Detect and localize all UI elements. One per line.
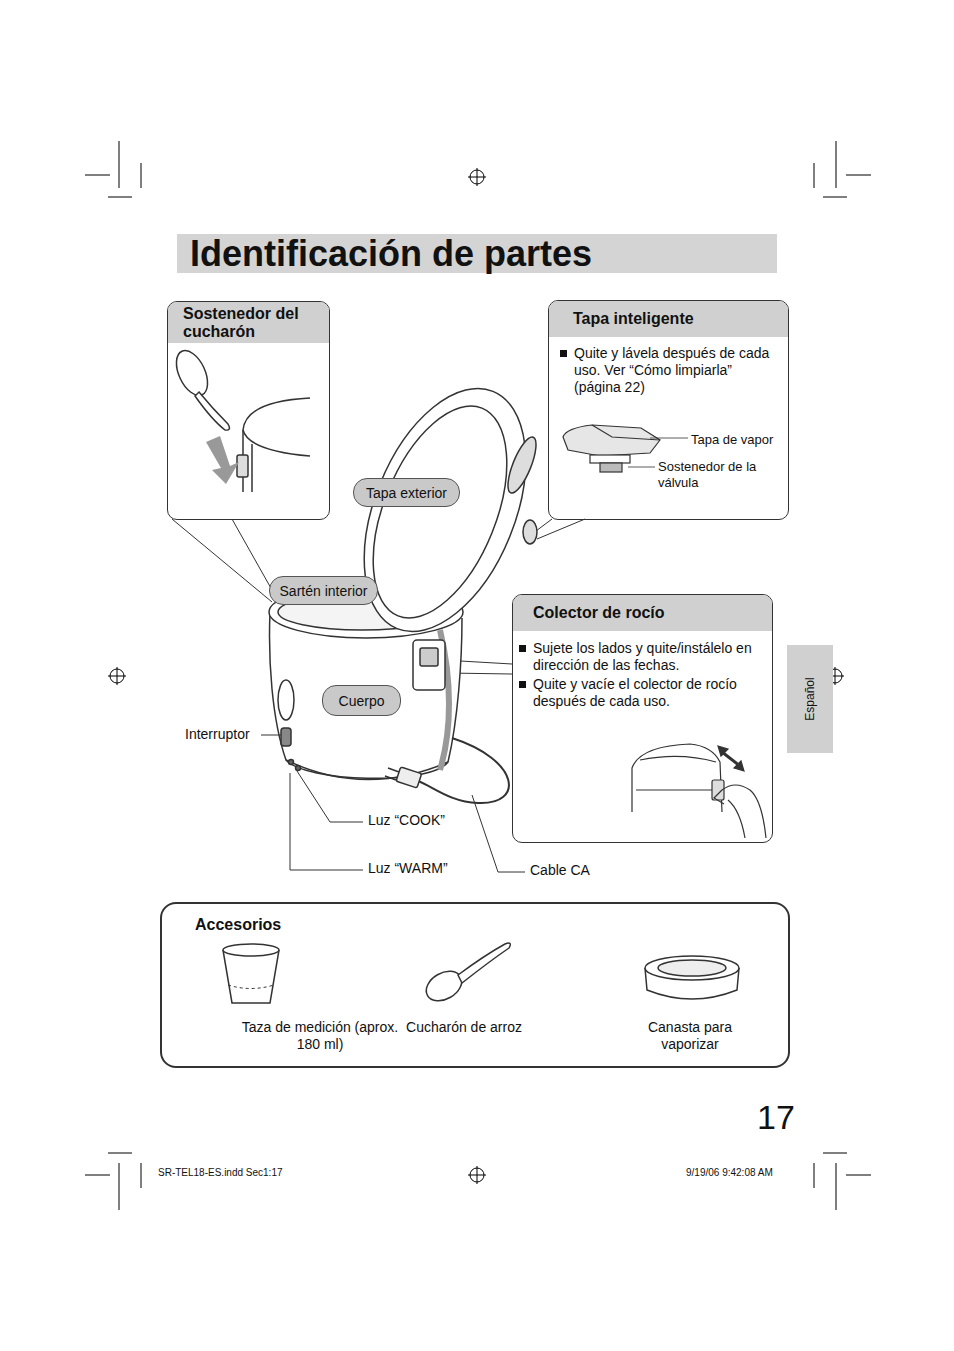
callout-heading: Colector de rocío xyxy=(533,604,665,622)
crop-marks xyxy=(85,141,871,1210)
leader-lines-part xyxy=(290,773,363,870)
part-label: Cable CA xyxy=(530,862,590,879)
accessories-pictures xyxy=(223,943,739,1007)
ladle-holder-picture-part xyxy=(170,346,214,400)
rice-cooker-part xyxy=(296,766,301,771)
rice-cooker-part xyxy=(420,648,438,666)
language-tab-text: Español xyxy=(803,677,817,720)
rice-cooker-part xyxy=(289,760,294,765)
callout-heading: Tapa inteligente xyxy=(573,310,694,328)
leader-lines-part xyxy=(261,735,281,736)
pill-box: Tapa exterior xyxy=(353,478,460,507)
part-label: 9/19/06 9:42:08 AM xyxy=(686,1167,773,1179)
page-title: Identificación de partes xyxy=(190,234,592,274)
leader-lines-part xyxy=(297,771,363,822)
rice-cooker-part xyxy=(502,434,541,496)
callout-header: Tapa inteligente xyxy=(549,301,788,337)
ladle-holder-picture-part xyxy=(195,392,229,430)
bullet-item: Sujete los lados y quite/instálelo en di… xyxy=(519,640,764,674)
title-band: Identificación de partes xyxy=(177,234,777,273)
callout-heading: Sostenedor del cucharón xyxy=(183,305,323,341)
crop-marks-part xyxy=(85,1153,141,1210)
rice-cooker xyxy=(269,365,558,803)
bullet-square xyxy=(519,645,526,652)
ladle-holder-picture xyxy=(170,346,310,492)
steam-cap-picture-part xyxy=(592,425,660,440)
accessories-pictures-part xyxy=(223,944,279,956)
leader-lines-part xyxy=(472,795,525,872)
accessories-pictures-part xyxy=(421,965,467,1007)
part-name: Sartén interior xyxy=(280,583,368,599)
part-name: Tapa exterior xyxy=(366,485,447,501)
callout-header: Sostenedor del cucharón xyxy=(168,302,329,343)
callout-body xyxy=(168,343,329,355)
rice-cooker-part xyxy=(286,760,448,780)
callout-body: Sujete los lados y quite/instálelo en di… xyxy=(513,631,772,716)
registration-marks-part xyxy=(108,667,126,685)
bullet-text: Sujete los lados y quite/instálelo en di… xyxy=(533,640,764,674)
accessory-caption: Cucharón de arroz xyxy=(384,1019,544,1036)
ladle-holder-picture-part xyxy=(243,398,310,456)
callout-body: Quite y lávela después de cada uso. Ver … xyxy=(549,337,788,402)
part-label: Luz “COOK” xyxy=(368,812,445,829)
part-label: Sostenedor de la válvula xyxy=(658,459,780,490)
callout-header: Colector de rocío xyxy=(513,595,772,631)
accessory-caption: Canasta para vaporizar xyxy=(635,1019,745,1053)
rice-cooker-part xyxy=(385,768,399,780)
dew-collector-picture xyxy=(632,744,766,838)
crop-marks-part xyxy=(85,141,141,197)
registration-marks xyxy=(108,168,844,1184)
registration-marks-part xyxy=(468,1166,486,1184)
bullet-text: Quite y lávela después de cada uso. Ver … xyxy=(574,345,780,396)
accessories-pictures-part xyxy=(458,943,510,983)
callout-wedges-part xyxy=(532,519,585,539)
part-name: Cuerpo xyxy=(339,693,385,709)
rice-cooker-part xyxy=(281,728,291,746)
steam-cap-picture-part xyxy=(590,455,630,463)
pill-box: Cuerpo xyxy=(322,685,401,716)
bullet-item: Quite y vacíe el colector de rocío despu… xyxy=(519,676,764,710)
crop-marks-part xyxy=(814,141,871,197)
accessories-pictures-part xyxy=(228,985,274,989)
callout-wedges-part xyxy=(172,519,281,606)
bullet-item: Quite y lávela después de cada uso. Ver … xyxy=(560,345,780,396)
callout-box: Colector de rocíoSujete los lados y quit… xyxy=(512,594,773,843)
accessories-heading: Accesorios xyxy=(195,916,281,934)
crop-marks-part xyxy=(814,1153,871,1210)
bullet-square xyxy=(560,350,567,357)
accessories-pictures-part xyxy=(658,960,726,976)
part-label: SR-TEL18-ES.indd Sec1:17 xyxy=(158,1167,283,1179)
pill-box: Sartén interior xyxy=(269,576,378,605)
accessory-caption: Taza de medición (aprox. 180 ml) xyxy=(240,1019,400,1053)
part-label: Interruptor xyxy=(185,726,250,743)
steam-cap-picture-part xyxy=(563,425,660,456)
tab-box: Español xyxy=(787,645,833,753)
steam-cap-picture-part xyxy=(600,463,622,472)
rice-cooker-part xyxy=(396,767,422,788)
bullet-text: Quite y vacíe el colector de rocío despu… xyxy=(533,676,764,710)
ladle-holder-picture-part xyxy=(237,455,248,477)
ladle-holder-picture-part xyxy=(206,436,239,484)
rice-cooker-part xyxy=(523,520,537,544)
accessories-pictures-part xyxy=(645,956,739,980)
rice-cooker-part xyxy=(418,738,509,803)
acc-box: AccesoriosTaza de medición (aprox. 180 m… xyxy=(160,902,790,1068)
part-label: Tapa de vapor xyxy=(691,432,773,448)
dew-collector-picture-part xyxy=(636,756,720,790)
registration-marks-part xyxy=(468,168,486,186)
rice-cooker-part xyxy=(278,680,294,720)
accessories-pictures-part xyxy=(223,950,279,1003)
dew-collector-picture-part xyxy=(632,744,722,812)
callout-box: Sostenedor del cucharón xyxy=(167,301,330,520)
dew-collector-picture-part xyxy=(714,785,766,838)
leader-lines xyxy=(261,735,525,872)
rice-cooker-part xyxy=(413,640,445,690)
bullet-square xyxy=(519,681,526,688)
dew-collector-picture-part xyxy=(718,746,744,771)
part-label: Luz “WARM” xyxy=(368,860,448,877)
part-label: 17 xyxy=(757,1097,795,1138)
